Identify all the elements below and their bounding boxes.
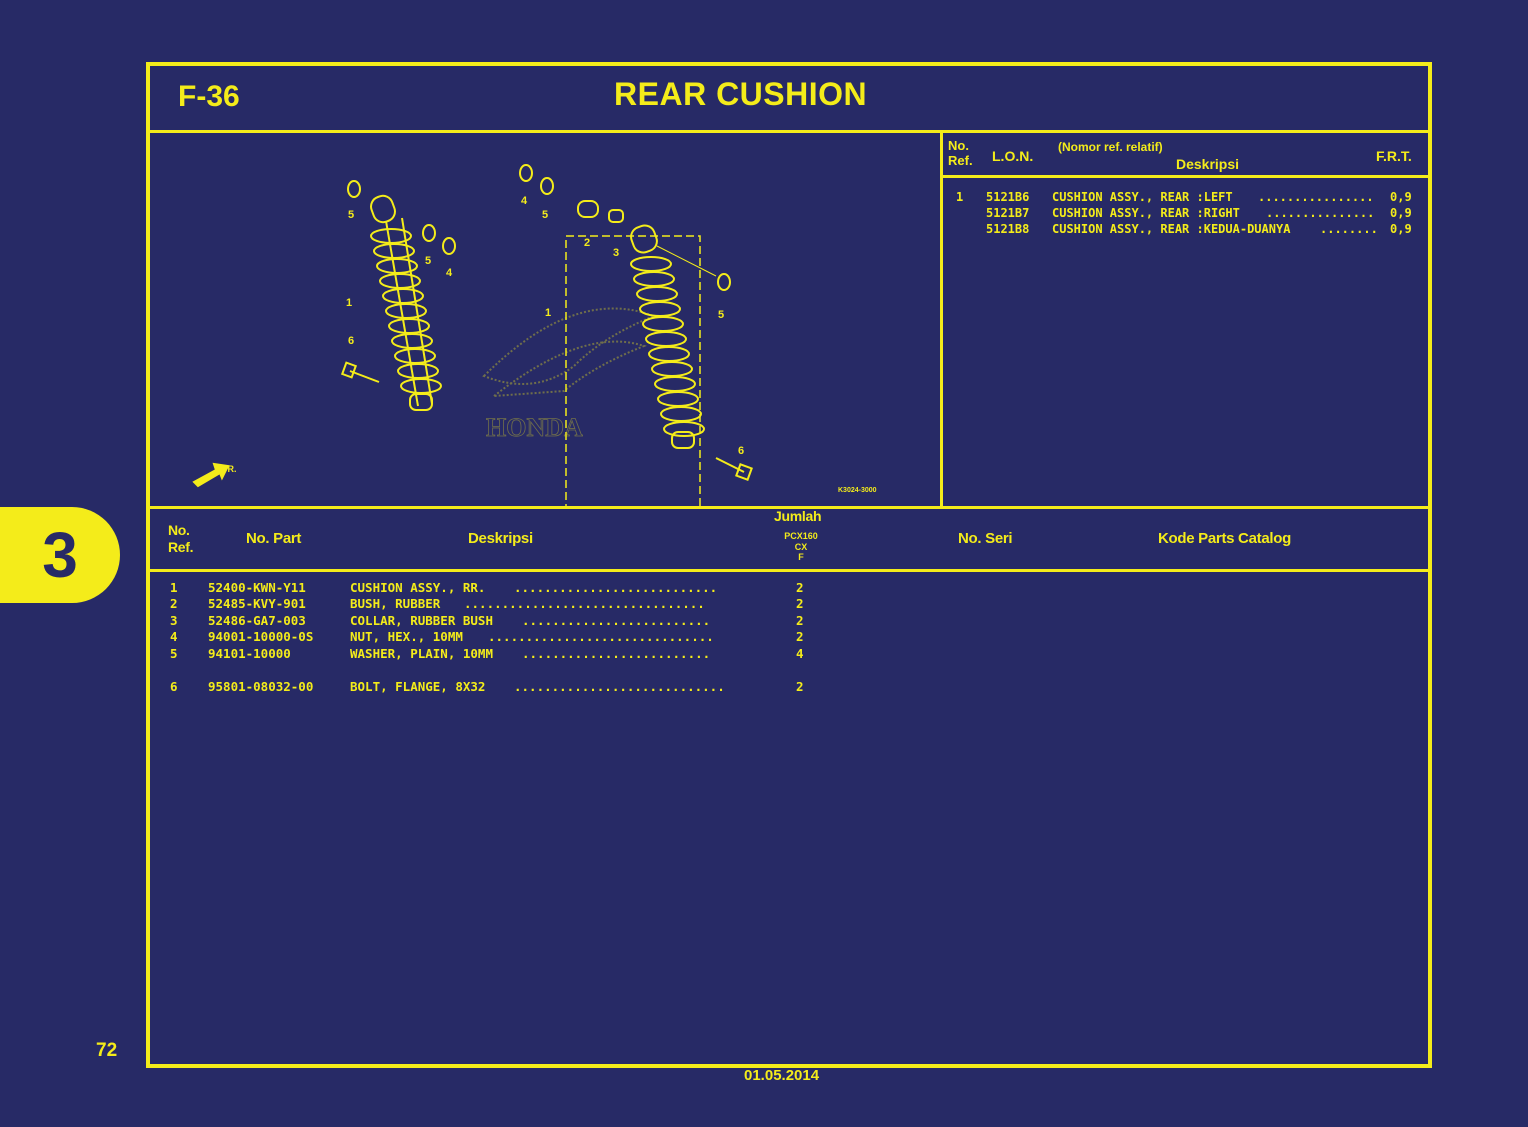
right-shock-absorber	[519, 164, 753, 481]
right-spring	[630, 256, 705, 437]
diagram-bottom-divider	[150, 506, 1428, 509]
lon-code: 5121B7	[986, 206, 1030, 220]
lon-frt: 0,9	[1390, 222, 1412, 236]
lon-desc: CUSHION ASSY., REAR :RIGHT	[1052, 206, 1240, 220]
part-number: 94001-10000-0S	[208, 629, 314, 644]
left-shock-absorber	[340, 180, 456, 411]
part-number: 95801-08032-00	[208, 679, 314, 694]
lon-ref: 1	[956, 190, 964, 204]
parts-no-seri-header: No. Seri	[958, 530, 1013, 547]
callout-label: 6	[348, 335, 354, 347]
diagram-divider	[940, 130, 943, 506]
section-tab: 3	[0, 507, 120, 603]
honda-watermark-text: HONDA	[486, 413, 583, 442]
part-dots: .........................	[522, 646, 711, 661]
part-desc: BUSH, RUBBER	[350, 596, 441, 611]
lon-dots: ................	[1258, 190, 1374, 204]
part-dots: ..............................	[488, 629, 714, 644]
honda-watermark-wing	[482, 307, 657, 398]
part-dots: ................................	[464, 596, 705, 611]
title-divider	[150, 130, 1428, 133]
part-desc: NUT, HEX., 10MM	[350, 629, 463, 644]
parts-variant-header: F	[798, 552, 804, 562]
parts-deskripsi-header: Deskripsi	[468, 530, 533, 547]
part-qty: 2	[796, 596, 804, 611]
parts-jumlah-header: Jumlah	[774, 508, 822, 524]
lon-frt-header: F.R.T.	[1376, 148, 1412, 164]
lon-frt: 0,9	[1390, 190, 1412, 204]
assembly-box	[565, 235, 701, 508]
lon-desc: CUSHION ASSY., REAR :LEFT	[1052, 190, 1233, 204]
part-ref: 3	[170, 613, 178, 628]
lon-dots: ...............	[1266, 206, 1375, 220]
figure-code: F-36	[178, 80, 240, 113]
parts-no-part-header: No. Part	[246, 530, 302, 547]
part-qty: 2	[796, 679, 804, 694]
parts-model-header: PCX160	[784, 531, 818, 541]
part-dots: .........................	[522, 613, 711, 628]
callout-label: 2	[584, 237, 590, 249]
front-arrow-label: FR.	[222, 464, 237, 474]
callout-label: 4	[521, 195, 528, 207]
parts-no-ref-header: No. Ref.	[168, 522, 194, 555]
callout-label: 1	[346, 297, 352, 309]
part-desc: CUSHION ASSY., RR.	[350, 580, 486, 595]
lon-desc: CUSHION ASSY., REAR :KEDUA-DUANYA	[1052, 222, 1291, 236]
lon-frt: 0,9	[1390, 206, 1412, 220]
callout-label: 5	[425, 255, 431, 267]
callout-label: 3	[613, 247, 619, 259]
lon-dots: ........	[1320, 222, 1378, 236]
publication-date: 01.05.2014	[744, 1067, 820, 1084]
callout-label: 5	[542, 209, 548, 221]
part-ref: 1	[170, 580, 178, 595]
diagram-ref-code: K3024-3000	[838, 487, 877, 494]
callout-label: 4	[446, 267, 453, 279]
part-ref: 5	[170, 646, 178, 661]
callout-label: 6	[738, 445, 744, 457]
part-number: 52485-KVY-901	[208, 596, 306, 611]
catalog-frame: F-36 REAR CUSHION HONDA	[146, 62, 1432, 1068]
part-desc: COLLAR, RUBBER BUSH	[350, 613, 493, 628]
part-number: 52400-KWN-Y11	[208, 580, 306, 595]
lon-no-ref-header: No. Ref.	[948, 138, 973, 168]
parts-type-header: CX	[794, 542, 808, 552]
callout-label: 5	[718, 309, 724, 321]
part-number: 94101-10000	[208, 646, 291, 661]
part-number: 52486-GA7-003	[208, 613, 306, 628]
parts-header-divider	[150, 569, 1428, 572]
exploded-diagram: HONDA	[192, 164, 877, 508]
lon-header-divider	[940, 175, 1428, 178]
lon-nomor-ref-header: (Nomor ref. relatif)	[1058, 140, 1163, 154]
lon-code: 5121B6	[986, 190, 1030, 204]
part-qty: 2	[796, 580, 804, 595]
part-desc: BOLT, FLANGE, 8X32	[350, 679, 486, 694]
lon-deskripsi-header: Deskripsi	[1176, 156, 1240, 172]
part-desc: WASHER, PLAIN, 10MM	[350, 646, 493, 661]
part-dots: ............................	[514, 679, 725, 694]
part-qty: 2	[796, 613, 804, 628]
front-direction-arrow	[192, 462, 230, 488]
lon-code: 5121B8	[986, 222, 1030, 236]
page-number: 72	[96, 1040, 118, 1061]
left-spring	[370, 228, 442, 394]
section-number: 3	[42, 519, 78, 591]
part-dots: ...........................	[514, 580, 718, 595]
part-ref: 2	[170, 596, 178, 611]
part-ref: 4	[170, 629, 178, 644]
callout-label: 5	[348, 209, 354, 221]
lon-header: L.O.N.	[992, 148, 1034, 164]
callout-label: 1	[545, 307, 551, 319]
part-ref: 6	[170, 679, 178, 694]
parts-kode-header: Kode Parts Catalog	[1158, 530, 1291, 547]
part-qty: 4	[796, 646, 804, 661]
part-qty: 2	[796, 629, 804, 644]
page-title: REAR CUSHION	[614, 76, 868, 112]
